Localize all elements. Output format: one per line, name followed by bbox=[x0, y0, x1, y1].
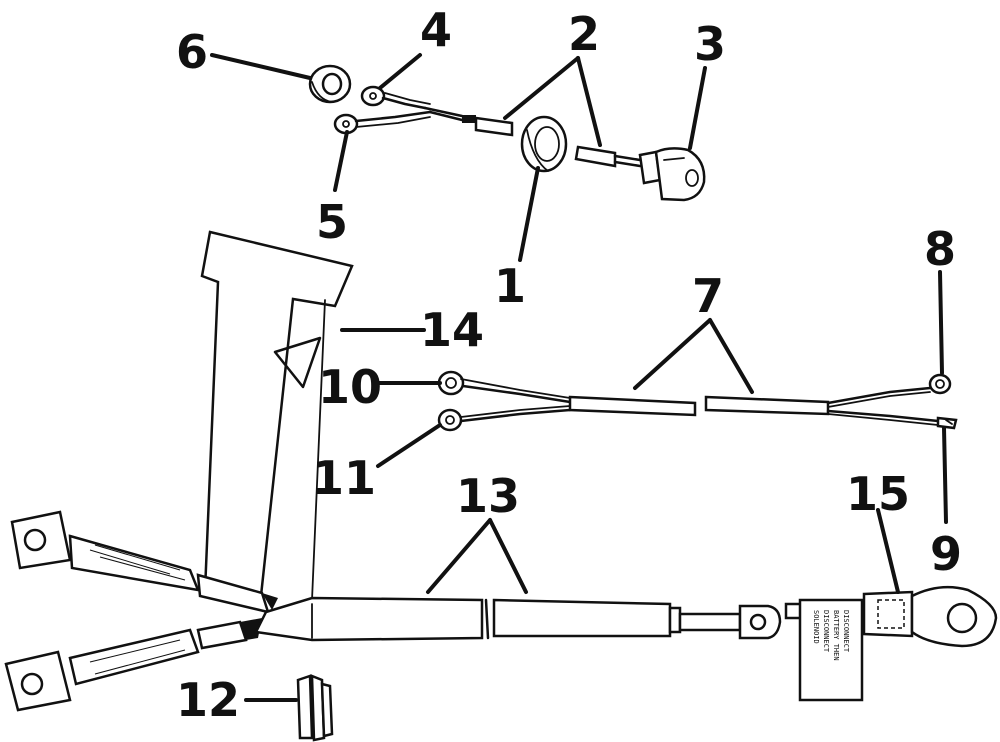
callout-12: 12 bbox=[176, 673, 240, 727]
callout-labels: 6 4 2 3 5 1 14 7 8 10 11 13 15 9 12 bbox=[176, 3, 962, 727]
callout-9: 9 bbox=[930, 527, 962, 581]
lead-terminals-part-4-5 bbox=[333, 85, 476, 135]
tag-line-2: BATTERY THEN bbox=[832, 610, 840, 661]
callout-14: 14 bbox=[420, 303, 484, 357]
callout-2: 2 bbox=[568, 7, 600, 61]
tag-line-3: DISCONNECT bbox=[822, 610, 830, 653]
connector-sleeve-part-2a bbox=[474, 116, 514, 137]
plug-part-12 bbox=[296, 674, 334, 742]
callout-11: 11 bbox=[312, 451, 376, 505]
tag-line-4: SOLENOID bbox=[812, 610, 820, 644]
boot-cover-part-14 bbox=[200, 230, 354, 607]
callout-13: 13 bbox=[456, 469, 520, 523]
tag-line-1: DISCONNECT bbox=[842, 610, 850, 653]
leader-lines bbox=[210, 53, 948, 702]
warning-tag-text: DISCONNECT BATTERY THEN DISCONNECT SOLEN… bbox=[812, 610, 850, 661]
bushing-part-6 bbox=[308, 64, 352, 104]
callout-15: 15 bbox=[846, 467, 910, 521]
callout-1: 1 bbox=[494, 259, 526, 313]
battery-cable-lower-lug bbox=[4, 618, 262, 712]
callout-3: 3 bbox=[694, 17, 726, 71]
battery-cable-upper-lug bbox=[10, 510, 278, 614]
callout-6: 6 bbox=[176, 25, 208, 79]
warning-tag bbox=[798, 598, 864, 702]
switch-part-3 bbox=[638, 147, 706, 202]
callout-4: 4 bbox=[420, 3, 452, 57]
battery-cable-part-13 bbox=[254, 596, 782, 642]
grommet-part-1 bbox=[520, 115, 568, 173]
callout-10: 10 bbox=[318, 360, 382, 414]
cable-assembly-part-7 bbox=[437, 370, 958, 432]
connector-sleeve-part-2b bbox=[574, 145, 642, 168]
callout-8: 8 bbox=[924, 222, 956, 276]
callout-5: 5 bbox=[316, 195, 348, 249]
callout-7: 7 bbox=[692, 269, 724, 323]
